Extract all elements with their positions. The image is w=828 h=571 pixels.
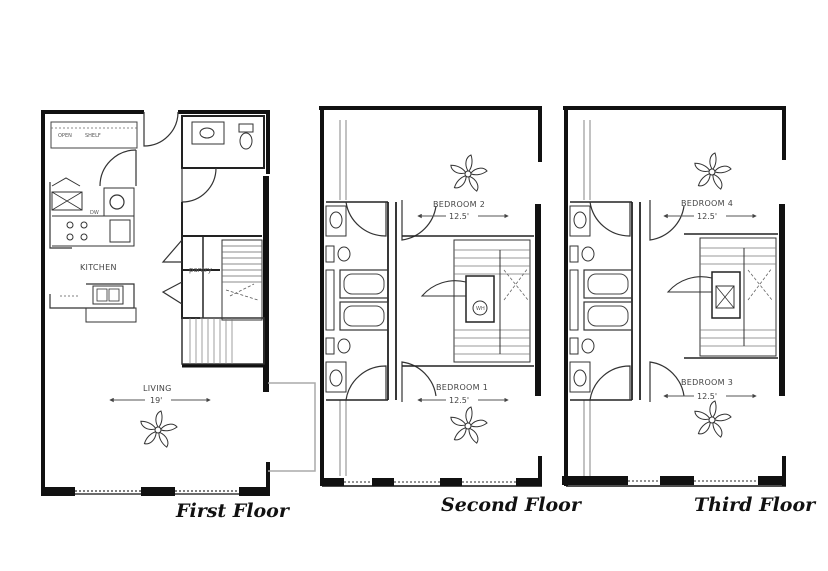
ceiling-fan-icon bbox=[448, 154, 488, 193]
room-label-bedroom-1: BEDROOM 1 bbox=[436, 383, 488, 392]
floor-title-first: First Floor bbox=[175, 500, 291, 522]
fixture-label-dw: DW bbox=[90, 210, 99, 216]
fixture-label-open: OPEN bbox=[58, 133, 72, 139]
floor-title-second: Second Floor bbox=[441, 494, 583, 516]
room-label-bedroom-4: BEDROOM 4 bbox=[681, 199, 733, 208]
second-floor-plan: WH BEDROOM 2 12.5' BEDROOM 1 12.5' bbox=[319, 106, 542, 487]
room-label-kitchen: KITCHEN bbox=[80, 263, 117, 272]
ceiling-fan-icon bbox=[692, 400, 732, 439]
room-label-bedroom-3: BEDROOM 3 bbox=[681, 378, 733, 387]
ceiling-fan-icon bbox=[692, 152, 732, 191]
living-dimension: 19' bbox=[150, 396, 162, 405]
third-floor-plan: BEDROOM 4 12.5' BEDROOM 3 12.5' bbox=[562, 106, 786, 487]
fixture-label-shelf: SHELF bbox=[85, 133, 101, 139]
room-label-bedroom-2: BEDROOM 2 bbox=[433, 200, 485, 209]
first-floor-plan: OPEN SHELF DW KITCHEN bbox=[41, 110, 316, 496]
room-label-living: LIVING bbox=[143, 384, 172, 393]
bedroom-1-dimension: 12.5' bbox=[449, 396, 469, 405]
floor-title-third: Third Floor bbox=[694, 494, 817, 516]
fixture-label-wh: WH bbox=[476, 306, 485, 312]
ceiling-fan-icon bbox=[448, 406, 488, 445]
bedroom-3-dimension: 12.5' bbox=[697, 392, 717, 401]
bedroom-2-dimension: 12.5' bbox=[449, 212, 469, 221]
room-label-pantry: pantry bbox=[189, 266, 212, 274]
ceiling-fan-icon bbox=[138, 410, 178, 449]
bedroom-4-dimension: 12.5' bbox=[697, 212, 717, 221]
